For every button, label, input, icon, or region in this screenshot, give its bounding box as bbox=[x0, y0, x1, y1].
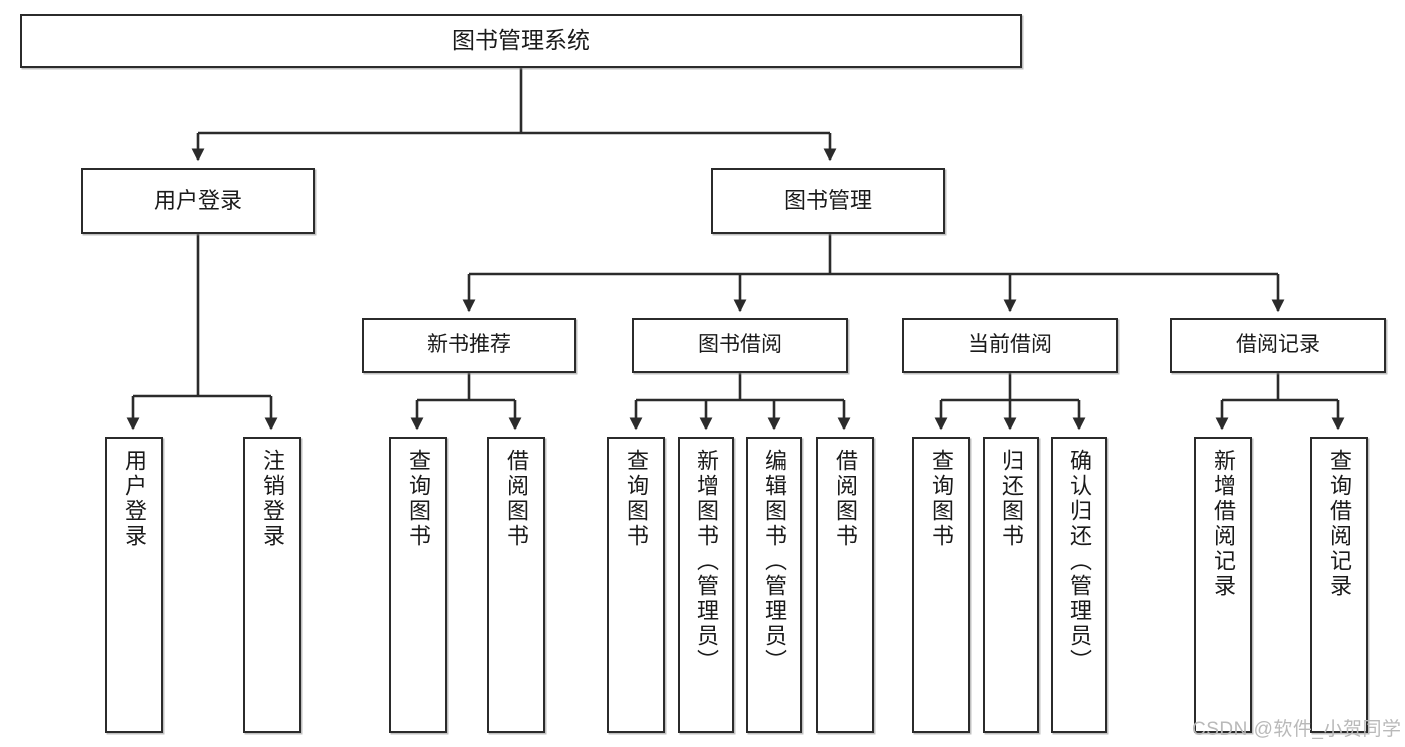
leaf-record-add-borrow-record[interactable]: 新增借阅记录 bbox=[1194, 437, 1252, 733]
node-label: 用户登录 bbox=[153, 188, 242, 214]
leaf-borrow-edit-book-admin[interactable]: 编辑图书（管理员） bbox=[746, 437, 802, 733]
node-label: 新书推荐 bbox=[427, 333, 511, 357]
leaf-record-query-borrow-record[interactable]: 查询借阅记录 bbox=[1310, 437, 1368, 733]
node-label: 图书管理系统 bbox=[452, 27, 590, 54]
leaf-current-return-book[interactable]: 归还图书 bbox=[983, 437, 1039, 733]
leaf-user-login-signin[interactable]: 用户登录 bbox=[105, 437, 163, 733]
node-label: 借阅图书 bbox=[833, 449, 858, 549]
node-label: 编辑图书（管理员） bbox=[762, 449, 787, 674]
node-label: 用户登录 bbox=[122, 449, 147, 549]
node-root-book-management-system[interactable]: 图书管理系统 bbox=[20, 14, 1022, 68]
leaf-current-query-book[interactable]: 查询图书 bbox=[912, 437, 970, 733]
node-label: 归还图书 bbox=[999, 449, 1024, 549]
node-book-borrow[interactable]: 图书借阅 bbox=[632, 318, 848, 373]
node-current-borrow[interactable]: 当前借阅 bbox=[902, 318, 1118, 373]
node-label: 注销登录 bbox=[260, 449, 285, 549]
node-label: 查询图书 bbox=[929, 449, 954, 549]
node-label: 新增图书（管理员） bbox=[694, 449, 719, 674]
node-label: 图书借阅 bbox=[698, 333, 782, 357]
node-label: 当前借阅 bbox=[968, 333, 1052, 357]
leaf-current-confirm-return-admin[interactable]: 确认归还（管理员） bbox=[1051, 437, 1107, 733]
node-label: 查询图书 bbox=[624, 449, 649, 549]
node-label: 借阅图书 bbox=[504, 449, 529, 549]
node-label: 借阅记录 bbox=[1236, 333, 1320, 357]
node-borrow-record[interactable]: 借阅记录 bbox=[1170, 318, 1386, 373]
node-label: 查询借阅记录 bbox=[1327, 449, 1352, 599]
node-label: 新增借阅记录 bbox=[1211, 449, 1236, 599]
csdn-watermark: CSDN @软件_小贺同学 bbox=[1192, 719, 1402, 740]
leaf-recommend-borrow-book[interactable]: 借阅图书 bbox=[487, 437, 545, 733]
leaf-borrow-add-book-admin[interactable]: 新增图书（管理员） bbox=[678, 437, 734, 733]
node-user-login[interactable]: 用户登录 bbox=[81, 168, 315, 234]
leaf-borrow-borrow-book[interactable]: 借阅图书 bbox=[816, 437, 874, 733]
leaf-recommend-query-book[interactable]: 查询图书 bbox=[389, 437, 447, 733]
node-label: 查询图书 bbox=[406, 449, 431, 549]
node-new-book-recommend[interactable]: 新书推荐 bbox=[362, 318, 576, 373]
leaf-borrow-query-book[interactable]: 查询图书 bbox=[607, 437, 665, 733]
node-label: 图书管理 bbox=[783, 188, 872, 214]
leaf-user-login-logout[interactable]: 注销登录 bbox=[243, 437, 301, 733]
node-label: 确认归还（管理员） bbox=[1067, 449, 1092, 674]
node-book-management[interactable]: 图书管理 bbox=[711, 168, 945, 234]
